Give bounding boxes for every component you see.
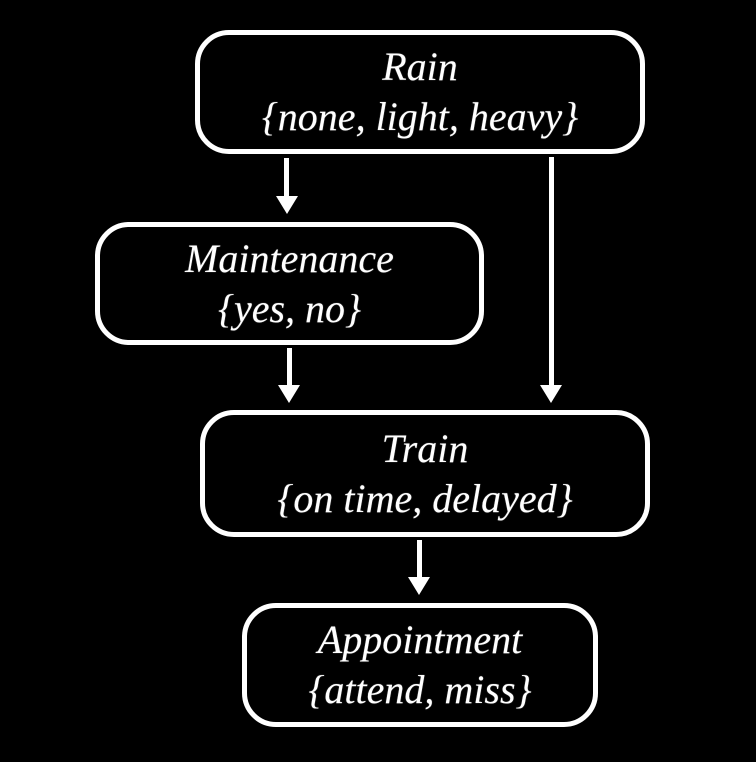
node-appointment-values: {attend, miss} [308, 667, 532, 712]
arrowhead-down-icon [408, 577, 430, 595]
edge-maintenance-to-train-shaft [287, 348, 292, 386]
arrowhead-down-icon [540, 385, 562, 403]
node-rain: Rain {none, light, heavy} [195, 30, 645, 154]
node-appointment-label: Appointment [317, 617, 523, 662]
node-appointment: Appointment {attend, miss} [242, 603, 598, 727]
node-maintenance: Maintenance {yes, no} [95, 222, 484, 345]
arrowhead-down-icon [278, 385, 300, 403]
edge-train-to-appointment-shaft [417, 540, 422, 578]
node-maintenance-label: Maintenance [185, 235, 394, 281]
arrowhead-down-icon [276, 196, 298, 214]
node-train-label: Train [381, 425, 469, 471]
node-train: Train {on time, delayed} [200, 410, 650, 537]
node-train-values: {on time, delayed} [277, 475, 573, 521]
node-rain-label: Rain [382, 44, 458, 89]
edge-rain-to-train-shaft [549, 157, 554, 386]
node-rain-values: {none, light, heavy} [261, 94, 579, 139]
edge-rain-to-maintenance-shaft [284, 158, 289, 197]
node-maintenance-values: {yes, no} [217, 285, 362, 331]
